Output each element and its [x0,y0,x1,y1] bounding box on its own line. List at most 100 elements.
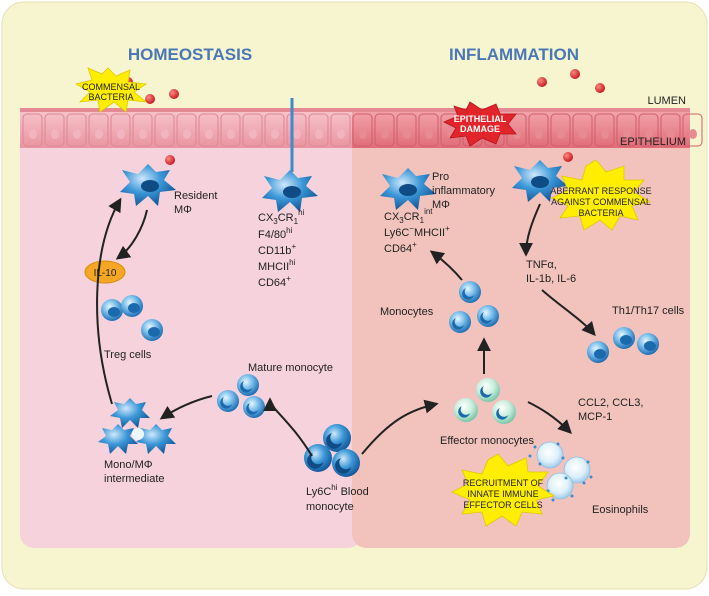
epithelial-nucleus [623,129,631,139]
pro-label-2: inflammatory [432,185,495,197]
intermediate-label-2: intermediate [104,473,165,485]
effector-monocytes-label: Effector monocytes [440,435,534,447]
epithelial-cell [264,113,285,147]
pro-label-3: MΦ [432,199,450,211]
epithelial-cell [44,113,65,147]
epithelial-cell [22,113,43,147]
intermediate-cells [98,398,176,454]
cytokines-label-2: IL-1b, IL-6 [526,273,576,285]
inflammation-markers: CX3CR1int Ly6C−MHCII+ CD64+ [384,207,450,255]
marker-cd64: CD64+ [258,274,291,289]
epithelial-nucleus [271,129,279,139]
epithelial-nucleus [161,129,169,139]
epithelial-nucleus [579,129,587,139]
sampling-macrophage [262,170,318,212]
epithelial-cell [352,113,373,147]
bacterium [537,77,547,87]
epithelial-nucleus [51,129,59,139]
recruitment-text-1: RECRUITMENT OF [463,478,544,488]
blood-monocytes [304,424,360,477]
epithelium-label: EPITHELIUM [620,136,686,148]
epithelial-cell [242,113,263,147]
homeostasis-title: HOMEOSTASIS [128,45,252,64]
arrow-aberrant-to-cytokines [519,203,541,257]
epithelial-cell [330,113,351,147]
marker-cx3cr1-int: CX3CR1int [384,207,433,225]
pathway-arrows [96,197,596,457]
arrow-intermediate-to-resident [96,197,122,405]
epithelial-cell [616,113,637,147]
epithelial-cell [286,113,307,147]
marker-mhcii-hi: MHCIIhi [258,258,296,273]
aberrant-text-3: BACTERIA [578,208,623,218]
epithelial-cell [176,113,197,147]
epithelial-cell [66,113,87,147]
treg-label: Treg cells [104,349,152,361]
epithelial-cell [154,113,175,147]
bacterium [145,94,155,104]
epithelial-nucleus [315,129,323,139]
monocytes-label: Monocytes [380,306,434,318]
bacterium [570,69,580,79]
marker-ly6c-mhcii: Ly6C−MHCII+ [384,224,450,239]
epithelial-nucleus [205,129,213,139]
recruitment-text-2: INNATE IMMUNE [467,489,538,499]
arrow-blood-to-mature [263,397,313,457]
blood-monocyte-label-1: Ly6Chi Blood [306,483,369,498]
epithelial-nucleus [73,129,81,139]
epithelial-nucleus [689,129,697,139]
marker-f480-hi: F4/80hi [258,226,293,241]
epithelial-damage-text-1: EPITHELIAL [454,114,507,124]
cytokines-label-1: TNFα, [526,259,557,271]
epithelial-cell [572,113,593,147]
epithelial-nucleus [337,129,345,139]
aberrant-text-1: ABERRANT RESPONSE [550,186,651,196]
epithelial-cell [132,113,153,147]
recruitment-text-3: EFFECTOR CELLS [463,500,542,510]
aberrant-macrophage [512,160,568,202]
arrow-cytokines-to-th [541,289,596,337]
epithelial-cell [220,113,241,147]
chemokines-label-2: MCP-1 [578,411,612,423]
effector-monocytes [454,378,516,424]
eosinophils [528,441,593,502]
epithelial-cell [374,113,395,147]
epithelial-cell [638,113,659,147]
treg-cells [101,295,163,341]
epithelial-cell [528,113,549,147]
epithelial-nucleus [403,129,411,139]
epithelial-nucleus [513,129,521,139]
marker-cd64-infl: CD64+ [384,240,417,255]
il10-label: IL-10 [94,268,117,279]
resident-macrophage [120,164,176,206]
inflammation-title: INFLAMMATION [449,45,579,64]
arrow-effector-to-eosinophils [527,401,572,434]
aberrant-text-2: AGAINST COMMENSAL [551,197,651,207]
epithelial-nucleus [139,129,147,139]
th-cells-label: Th1/Th17 cells [612,305,685,317]
bacterium [165,155,175,165]
epithelial-cell [308,113,329,147]
arrow-mature-to-intermediate [159,395,213,420]
bacterium [563,152,573,162]
bacterium [169,89,179,99]
epithelial-nucleus [95,129,103,139]
mature-monocyte-label: Mature monocyte [248,362,333,374]
th-cells [587,327,659,363]
epithelial-nucleus [425,129,433,139]
epithelial-cell [88,113,109,147]
commensal-bacteria-burst: COMMENSAL BACTERIA [74,67,148,113]
epithelial-nucleus [249,129,257,139]
aberrant-response-burst: ABERRANT RESPONSE AGAINST COMMENSAL BACT… [550,159,652,231]
il10-pill: IL-10 [84,260,126,284]
resident-label-2: MΦ [174,204,192,216]
epithelial-nucleus [667,129,675,139]
arrow-blood-to-effector [361,399,439,455]
epithelial-cell [550,113,571,147]
homeostasis-panel [20,108,362,548]
epithelial-cell [682,113,703,147]
epithelial-nucleus [293,129,301,139]
pro-label-1: Pro [432,171,449,183]
